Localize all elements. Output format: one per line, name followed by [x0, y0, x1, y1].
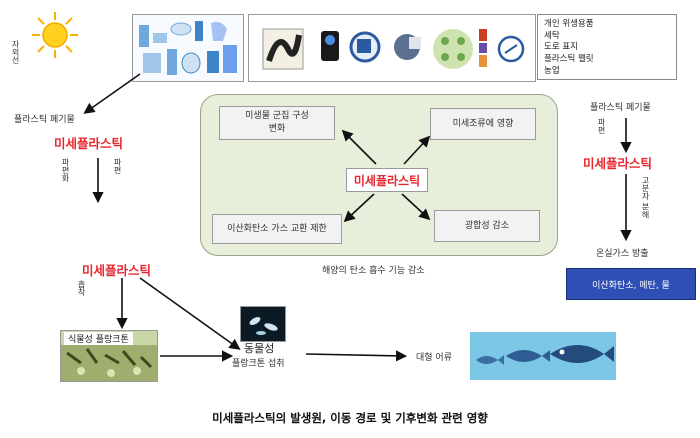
fragmentation-right-label: 파편 [597, 118, 606, 134]
arrow-mp2-to-zoo [139, 277, 241, 350]
microplastic-left-label: 미세플라스틱 [54, 136, 124, 151]
arrow-center-ul [341, 129, 377, 165]
plastic-waste-left-label: 플라스틱 폐기물 [14, 115, 75, 125]
source-item: 플라스틱 펠릿 [544, 54, 594, 65]
fragmentation-left-label: 파편화 [61, 158, 70, 182]
zooplankton-ingest-label: 플랑크톤 섭취 [232, 359, 285, 369]
effect-microalgae: 미세조류에 영향 [430, 108, 536, 140]
fragmentation-left-b-label: 파편 [113, 158, 122, 174]
effect-photosynthesis: 광합성 감소 [434, 210, 540, 242]
effect-microalgae-text: 미세조류에 영향 [452, 118, 514, 129]
effect-microbial-text: 미생물 군집 구성 변화 [245, 111, 309, 134]
effect-co2-text: 이산화탄소 가스 교환 제한 [227, 223, 327, 234]
microplastic-lower-label: 미세플라스틱 [82, 263, 152, 278]
effect-photosynthesis-text: 광합성 감소 [464, 220, 510, 231]
adsorption-label: 흡착 [77, 280, 86, 296]
sources-list: 개인 위생용품 세탁 도로 표지 플라스틱 펠릿 농업 [537, 14, 677, 80]
zooplankton-image [240, 306, 286, 342]
greenhouse-emission-label: 온실가스 방출 [596, 249, 649, 259]
ghg-box: 이산화탄소, 메탄, 물 [566, 268, 696, 300]
large-fish-label: 대형 어류 [416, 353, 452, 363]
phytoplankton-label-bg: 식물성 플랑크톤 [64, 332, 133, 345]
arrow-zoo-to-fish [305, 350, 408, 362]
phytoplankton-label: 식물성 플랑크톤 [68, 335, 129, 345]
arrow-center-ur [403, 135, 431, 165]
source-item: 도로 표지 [544, 42, 578, 53]
weathering-right-label: 고분자 분해 [641, 176, 650, 219]
microplastic-center-text: 미세플라스틱 [353, 173, 421, 188]
microplastic-right-label: 미세플라스틱 [583, 156, 653, 171]
source-item: 농업 [544, 65, 560, 76]
uv-label: 자외선 [11, 40, 20, 64]
arrow-center-dl [343, 193, 375, 223]
arrow-center-dr [401, 193, 431, 221]
effect-co2-exchange: 이산화탄소 가스 교환 제한 [212, 214, 342, 244]
source-item: 세탁 [544, 30, 560, 41]
plastic-waste-image [132, 14, 244, 82]
sources-icons-strip [248, 14, 536, 82]
ghg-box-text: 이산화탄소, 메탄, 물 [592, 280, 670, 291]
effect-microbial-community: 미생물 군집 구성 변화 [219, 106, 335, 140]
fish-image [470, 332, 616, 380]
microplastic-center: 미세플라스틱 [346, 168, 428, 192]
zooplankton-label: 동물성 [244, 342, 275, 355]
plastic-waste-right-label: 플라스틱 폐기물 [590, 103, 651, 113]
arrow-waste-to-left [83, 73, 141, 114]
source-item: 개인 위생용품 [544, 19, 594, 29]
sun-icon [30, 10, 80, 60]
ocean-carbon-caption: 해양의 탄소 흡수 기능 감소 [322, 266, 425, 276]
figure-caption: 미세플라스틱의 발생원, 이동 경로 및 기후변화 관련 영향 [212, 411, 488, 425]
